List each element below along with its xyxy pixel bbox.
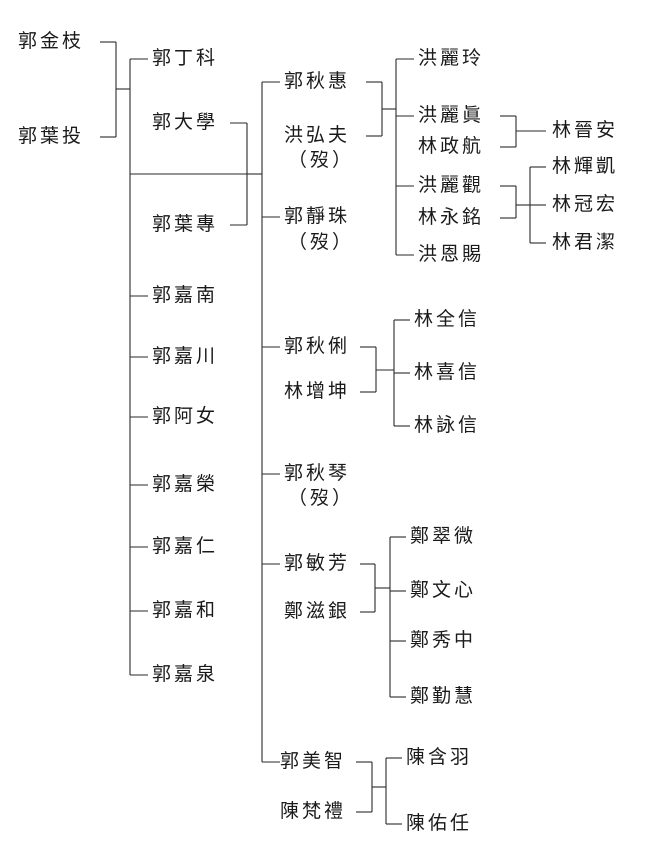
person-lin-zeng-kun: 林增坤 (284, 380, 350, 402)
person-chen-han-yu: 陳含羽 (406, 746, 472, 768)
connector-lines (100, 41, 546, 825)
person-chen-fan-li: 陳梵禮 (280, 800, 346, 822)
person-guo-jia-rong: 郭嘉榮 (152, 473, 218, 495)
person-hong-li-ling: 洪麗玲 (418, 47, 484, 69)
person-lin-hui-kai: 林輝凱 (552, 155, 618, 177)
person-chen-you-ren: 陳佑任 (406, 812, 472, 834)
person-guo-da-xue: 郭大學 (152, 111, 218, 133)
person-guo-jia-chuan: 郭嘉川 (152, 345, 218, 367)
person-guo-ye-tou: 郭葉投 (18, 125, 84, 147)
person-zheng-xiu-zhong: 鄭秀中 (410, 629, 476, 651)
person-guo-a-nu: 郭阿女 (152, 405, 218, 427)
generation-2-names: 郭秋惠 洪弘夫 （歿） 郭靜珠 （歿） 郭秋俐 林增坤 郭秋琴 （歿） 郭敏芳 … (280, 70, 354, 822)
person-guo-qiu-hui: 郭秋惠 (284, 70, 350, 92)
person-lin-quan-xin: 林全信 (414, 308, 480, 330)
person-zheng-qin-hui: 鄭勤慧 (410, 685, 476, 707)
person-lin-jun-jie: 林君潔 (552, 231, 618, 253)
deceased-note: （歿） (288, 231, 354, 253)
deceased-note: （歿） (288, 487, 354, 509)
person-guo-qiu-li: 郭秋俐 (284, 335, 350, 357)
person-zheng-wen-xin: 鄭文心 (410, 579, 476, 601)
person-guo-mei-zhi: 郭美智 (280, 750, 346, 772)
person-zheng-cui-wei: 鄭翠微 (410, 525, 476, 547)
generation-4-names: 林晉安 林輝凱 林冠宏 林君潔 (552, 119, 618, 253)
person-guo-jia-nan: 郭嘉南 (152, 284, 218, 306)
person-hong-li-guan: 洪麗觀 (418, 174, 484, 196)
person-hong-en-ci: 洪恩賜 (418, 243, 484, 265)
person-lin-yong-ming: 林永銘 (418, 206, 484, 228)
person-zheng-zi-yin: 鄭滋銀 (284, 600, 350, 622)
person-guo-jia-he: 郭嘉和 (152, 599, 218, 621)
person-guo-min-fang: 郭敏芳 (284, 552, 350, 574)
person-guo-jia-ren: 郭嘉仁 (152, 535, 218, 557)
founder-names: 郭金枝 郭葉投 (18, 30, 84, 147)
person-guo-qiu-qin: 郭秋琴 (284, 462, 350, 484)
person-guo-jing-zhu: 郭靜珠 (284, 205, 350, 227)
person-lin-guan-hong: 林冠宏 (552, 193, 618, 215)
generation-3-names: 洪麗玲 洪麗眞 林政航 洪麗觀 林永銘 洪恩賜 林全信 林喜信 林詠信 鄭翠微 … (406, 47, 484, 834)
person-lin-jin-an: 林晉安 (552, 119, 618, 141)
person-hong-li-zhen: 洪麗眞 (418, 104, 484, 126)
person-hong-hong-fu: 洪弘夫 (284, 124, 350, 146)
person-guo-ding-ke: 郭丁科 (152, 47, 218, 69)
person-lin-yong-xin: 林詠信 (414, 414, 480, 436)
generation-1-names: 郭丁科 郭大學 郭葉專 郭嘉南 郭嘉川 郭阿女 郭嘉榮 郭嘉仁 郭嘉和 郭嘉泉 (152, 47, 218, 685)
deceased-note: （歿） (288, 149, 354, 171)
person-guo-jia-quan: 郭嘉泉 (152, 663, 218, 685)
person-guo-jin-zhi: 郭金枝 (18, 30, 84, 52)
person-guo-ye-zhuan: 郭葉專 (152, 213, 218, 235)
person-lin-zheng-hang: 林政航 (418, 135, 484, 157)
person-lin-xi-xin: 林喜信 (414, 361, 480, 383)
